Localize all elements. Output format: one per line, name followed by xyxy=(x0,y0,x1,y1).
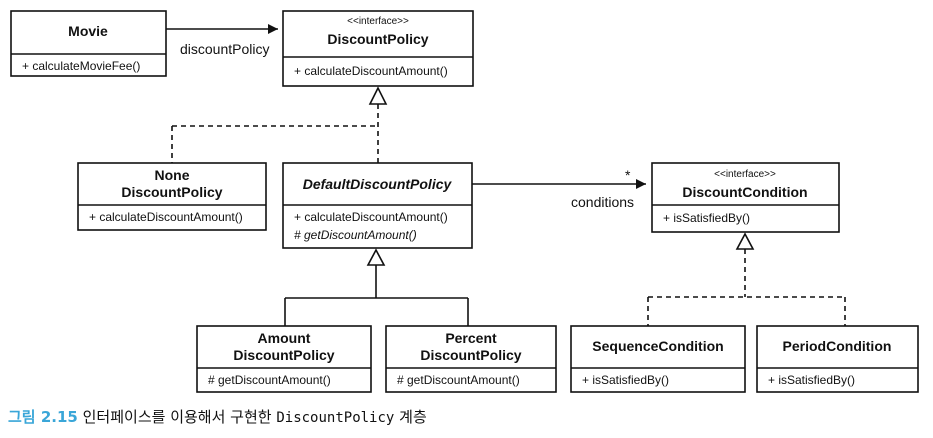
sequence-condition-class-box xyxy=(570,325,746,393)
discount-policy-class-box xyxy=(282,10,474,87)
condition-realization-lines xyxy=(647,249,846,326)
caption-suffix: 계층 xyxy=(399,408,427,426)
amount-discount-policy-method: # getDiscountAmount() xyxy=(208,373,331,387)
conditions-association-label: conditions xyxy=(571,194,634,210)
amount-discount-policy-name-line1: Amount xyxy=(258,330,311,346)
amount-discount-policy-name-line2: DiscountPolicy xyxy=(233,347,334,363)
default-discount-policy-method-public: + calculateDiscountAmount() xyxy=(294,210,448,224)
discount-policy-stereotype: <<interface>> xyxy=(347,16,409,27)
movie-class-name: Movie xyxy=(68,23,108,39)
discount-condition-class-name: DiscountCondition xyxy=(682,184,807,200)
sequence-condition-method: + isSatisfiedBy() xyxy=(582,373,669,387)
period-condition-method: + isSatisfiedBy() xyxy=(768,373,855,387)
caption-text: 인터페이스를 이용해서 구현한 xyxy=(82,408,272,426)
percent-discount-policy-class-box xyxy=(385,325,557,393)
figure-number: 그림 2.15 xyxy=(8,408,78,426)
conditions-multiplicity: * xyxy=(625,167,631,183)
policy-realization-triangle xyxy=(368,86,388,105)
none-discount-policy-method: + calculateDiscountAmount() xyxy=(89,210,243,224)
default-discount-policy-method-protected: # getDiscountAmount() xyxy=(294,228,417,242)
movie-class-box xyxy=(10,10,167,77)
percent-discount-policy-name-line2: DiscountPolicy xyxy=(420,347,521,363)
condition-realization-triangle xyxy=(735,232,755,250)
none-discount-policy-name-line1: None xyxy=(155,167,190,183)
percent-discount-policy-name-line1: Percent xyxy=(445,330,497,346)
period-condition-class-box xyxy=(756,325,919,393)
discount-policy-class-name: DiscountPolicy xyxy=(327,31,428,47)
none-discount-policy-name-line2: DiscountPolicy xyxy=(121,184,222,200)
policy-realization-lines xyxy=(171,104,379,163)
figure-caption: 그림 2.15 인터페이스를 이용해서 구현한 DiscountPolicy 계… xyxy=(8,406,427,427)
amount-discount-policy-class-box xyxy=(196,325,372,393)
period-condition-class-name: PeriodCondition xyxy=(783,338,892,354)
policy-generalization-triangle xyxy=(366,248,386,266)
none-discount-policy-class-box xyxy=(77,162,267,231)
percent-discount-policy-method: # getDiscountAmount() xyxy=(397,373,520,387)
discount-condition-class-box xyxy=(651,162,840,233)
sequence-condition-class-name: SequenceCondition xyxy=(592,338,723,354)
discount-condition-method: + isSatisfiedBy() xyxy=(663,211,750,225)
default-discount-policy-class-name: DefaultDiscountPolicy xyxy=(303,176,453,192)
policy-generalization-lines xyxy=(284,265,469,326)
uml-class-diagram: Movie + calculateMovieFee() <<interface>… xyxy=(10,10,919,393)
movie-method: + calculateMovieFee() xyxy=(22,59,140,73)
discount-policy-method: + calculateDiscountAmount() xyxy=(294,64,448,78)
caption-code: DiscountPolicy xyxy=(276,410,395,426)
discount-condition-stereotype: <<interface>> xyxy=(714,169,776,180)
discount-policy-association-label: discountPolicy xyxy=(180,41,270,57)
